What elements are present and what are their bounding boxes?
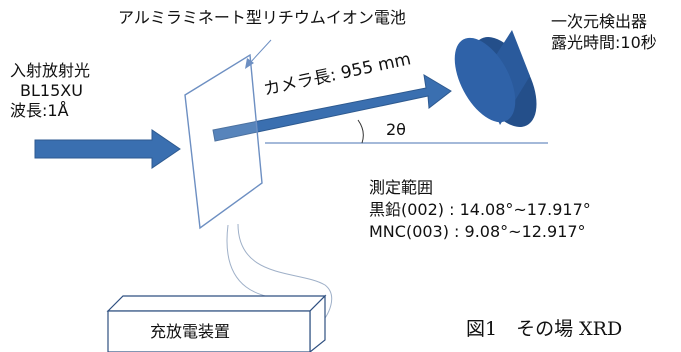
range-graphite: 黒鉛(002) : 14.08°~17.917° <box>369 200 591 219</box>
cell-label: アルミラミネート型リチウムイオン電池 <box>118 8 406 27</box>
range-mnc: MNC(003) : 9.08°~12.917° <box>369 222 586 241</box>
detector-label-2: 露光時間:10秒 <box>551 33 657 52</box>
detector-label-1: 一次元検出器 <box>551 12 648 31</box>
sample-cell <box>184 53 263 230</box>
incident-beam-label-1: 入射放射光 <box>10 61 91 80</box>
incident-beam-label-3: 波長:1Å <box>10 101 69 120</box>
incident-beam-arrow <box>34 129 181 169</box>
range-title: 測定範囲 <box>369 178 434 197</box>
two-theta-arc <box>357 119 364 144</box>
charger-label: 充放電装置 <box>150 322 231 341</box>
cell-pointer-arrowhead <box>245 58 254 69</box>
detector-icon <box>454 30 537 127</box>
lead-wire-2 <box>237 223 333 327</box>
charger-box <box>106 294 327 352</box>
diffracted-beam-arrow <box>212 74 452 142</box>
cell-pointer-line <box>248 39 272 65</box>
two-theta-label: 2θ <box>386 120 406 139</box>
figure-caption: 図1 その場 XRD <box>466 318 623 340</box>
incident-beam-label-2: BL15XU <box>20 81 83 100</box>
